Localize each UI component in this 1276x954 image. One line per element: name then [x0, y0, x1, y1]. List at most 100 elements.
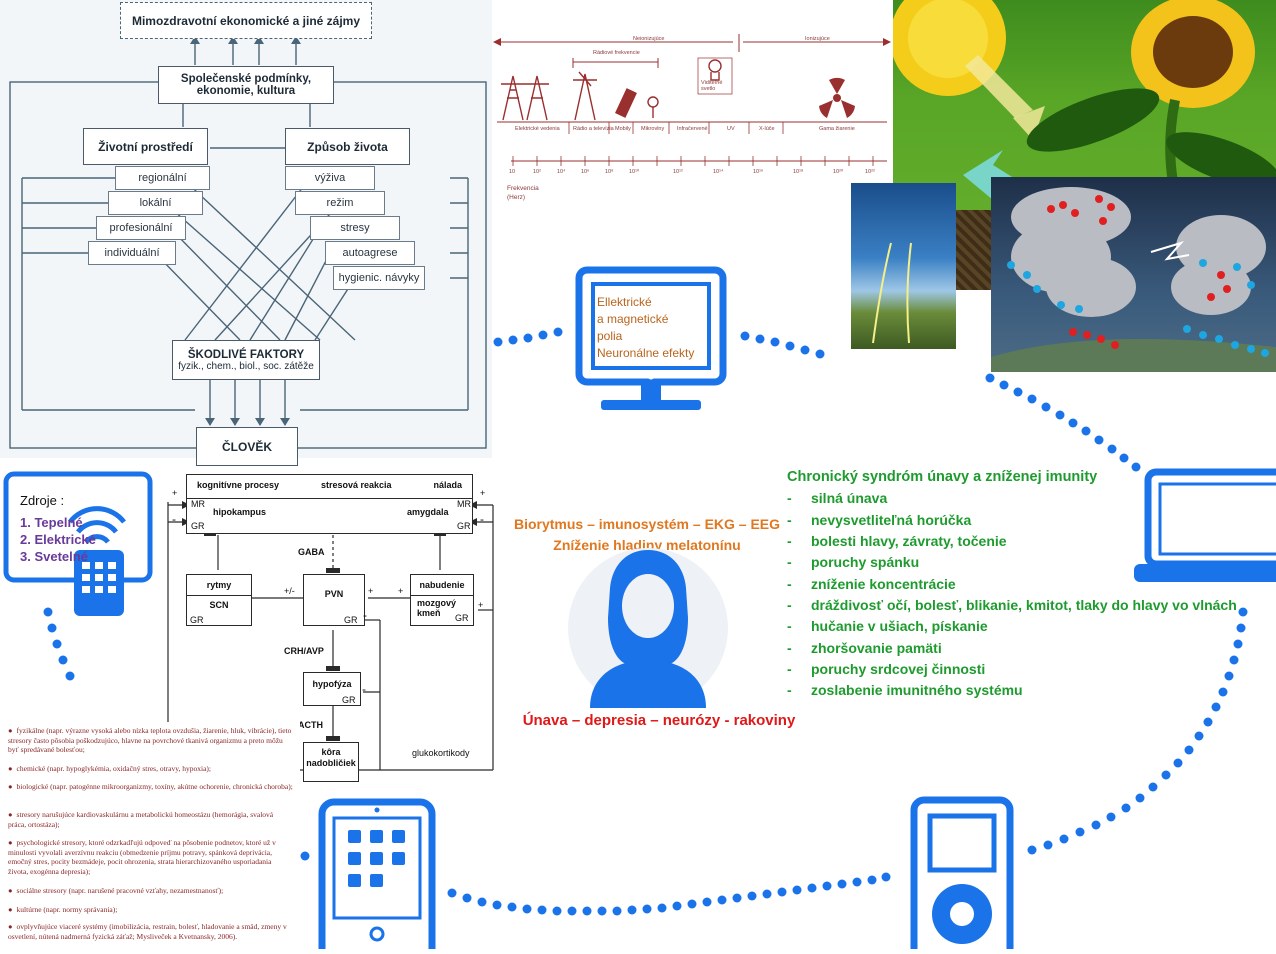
dash: - [787, 554, 792, 570]
adrenal-box: kôra nadobličiek [303, 742, 359, 782]
pituitary-label: hypofýza [312, 679, 352, 689]
symptom-item: -zhoršovanie pamäti [787, 640, 942, 656]
mr-label: MR [457, 499, 471, 509]
consequences-text: Únava – depresia – neurózy - rakoviny [500, 712, 818, 729]
rhythms-label: rytmy [187, 575, 251, 596]
symptom-label: poruchy spánku [811, 554, 920, 570]
tick-label: 10¹⁸ [793, 169, 804, 175]
environment-box: Životní prostředí [83, 128, 208, 165]
monitor-line: a magnetické [597, 312, 669, 326]
consequences-line: Únava – depresia – neurózy - rakoviny [522, 712, 796, 729]
stressor-item: ●chemické (napr. hypoglykémia, oxidačný … [8, 764, 211, 773]
gr-label: GR [190, 615, 204, 625]
dash: - [787, 618, 792, 634]
lifestyle-box: Způsob života [285, 128, 410, 165]
band-label: UV [727, 126, 735, 132]
health-factors-diagram: Mimozdravotní ekonomické a jiné zájmy Sp… [0, 0, 492, 466]
amygdala-label: amygdala [407, 507, 449, 517]
stressor-text: sociálne stresory (napr. narušené pracov… [16, 886, 224, 895]
dash: - [787, 576, 792, 592]
stressor-text: ovplyvňujúce viaceré systémy (imobilizác… [8, 922, 287, 941]
environment-label: Životní prostředí [98, 139, 193, 154]
syndrome-title: Chronický syndróm únavy a zníženej imuni… [787, 469, 1098, 485]
tick-label: 10²⁰ [833, 169, 844, 175]
stressor-text: fyzikálne (napr. výrazne vysoká alebo ní… [8, 726, 292, 754]
env-item-individual: individuální [88, 241, 176, 265]
plus-sign: + [368, 586, 374, 596]
top-interests-box: Mimozdravotní ekonomické a jiné zájmy [120, 2, 372, 39]
sky-field-illustration [872, 242, 912, 344]
symptom-label: zoslabenie imunitného systému [811, 682, 1023, 698]
gr-label: GR [344, 615, 358, 625]
life-item-stress: stresy [310, 216, 400, 240]
brainstem-label: mozgový kmeň [417, 598, 457, 618]
crh-label: CRH/AVP [284, 646, 324, 656]
symptom-label: hučanie v ušiach, pískanie [811, 618, 988, 634]
band-label: Elektrické vedenia [515, 126, 560, 132]
spectrum-graphics [493, 34, 891, 166]
harmful-factors-box: ŠKODLIVÉ FAKTORY fyzik., chem., biol., s… [172, 340, 320, 380]
symptom-label: zníženie koncentrácie [811, 576, 956, 592]
hippocampus-label: hipokampus [213, 507, 267, 517]
harmful-factors-title: ŠKODLIVÉ FAKTORY [187, 348, 305, 361]
radio-label: Rádiové frekvencie [593, 50, 640, 56]
rhythms-box: rytmy SCN GR [186, 574, 252, 626]
dash: - [787, 512, 792, 528]
stress-reaction-label: stresová reakcia [320, 480, 392, 490]
stressor-item: ●sociálne stresory (napr. narušené praco… [8, 886, 224, 895]
phone-device: Zdroje : 1. Tepelné 2. Elektrické 3. Sve… [0, 470, 160, 620]
source-item: 2. Elektrické [20, 532, 96, 547]
symptom-item: -bolesti hlavy, závraty, točenie [787, 533, 1007, 549]
monitor-line: polia [597, 329, 623, 343]
band-label: Gama žiarenie [819, 126, 855, 132]
tick-label: 10¹² [673, 169, 683, 175]
minus-sign: - [362, 682, 366, 696]
tick-label: 10¹⁴ [713, 169, 724, 175]
plus-sign: + [172, 488, 178, 498]
source-item: 3. Svetelné [20, 549, 88, 564]
symptom-label: nevysvetliteľná horúčka [811, 512, 972, 528]
life-item-regime: režim [295, 191, 385, 215]
band-label: X-lúče [759, 126, 775, 132]
mr-label: MR [191, 499, 205, 509]
env-item-label: lokální [139, 197, 172, 209]
harmful-factors-sub: fyzik., chem., biol., soc. zátěže [178, 360, 314, 372]
human-box: ČLOVĚK [196, 427, 298, 466]
media-player-icon [910, 796, 1014, 954]
soil-photo [956, 210, 992, 290]
band-label: Rádio a televízia [573, 126, 614, 132]
source-item: 1. Tepelné [20, 515, 83, 530]
symptom-item: -silná únava [787, 490, 887, 506]
person-icon [590, 550, 706, 708]
tick-label: 10 [509, 169, 516, 175]
cloud-ions-illustration [991, 187, 1276, 372]
band-label: Mobily [615, 126, 631, 132]
stressor-item: ●ovplyvňujúce viaceré systémy (imobilizá… [8, 922, 287, 941]
gr-label: GR [191, 521, 205, 531]
arousal-box: nabudenie mozgový kmeň GR [410, 574, 474, 626]
monitor-icon [575, 266, 727, 410]
env-item-regional: regionální [115, 166, 210, 190]
monitor-line: Neuronálne efekty [597, 346, 695, 360]
plus-sign: + [480, 488, 486, 498]
env-item-local: lokální [108, 191, 203, 215]
tick-label: 10⁶ [581, 169, 590, 175]
gr-label: GR [455, 613, 469, 623]
env-item-label: individuální [104, 247, 160, 259]
life-item-label: autoagrese [342, 247, 398, 259]
ionizing-label: Ionizujúce [805, 36, 830, 42]
life-item-nutrition: výživa [285, 166, 375, 190]
tick-label: 10²² [865, 169, 875, 175]
env-item-label: regionální [138, 172, 187, 184]
cortex-top-box: kognitívne procesy stresová reakcia nála… [186, 474, 473, 534]
env-item-label: profesionální [109, 222, 173, 234]
pituitary-box: hypofýza GR [303, 672, 361, 706]
pvn-label: PVN [324, 589, 344, 599]
symptom-item: -poruchy srdcovej činnosti [787, 661, 985, 677]
symptom-item: - nevysvetliteľná horúčka [787, 512, 971, 528]
tick-label: 10⁸ [605, 169, 614, 175]
symptom-item: -zoslabenie imunitného systému [787, 682, 1023, 698]
stressor-text: kultúrne (napr. normy správania); [16, 905, 118, 914]
symptom-label: silná únava [811, 490, 888, 506]
